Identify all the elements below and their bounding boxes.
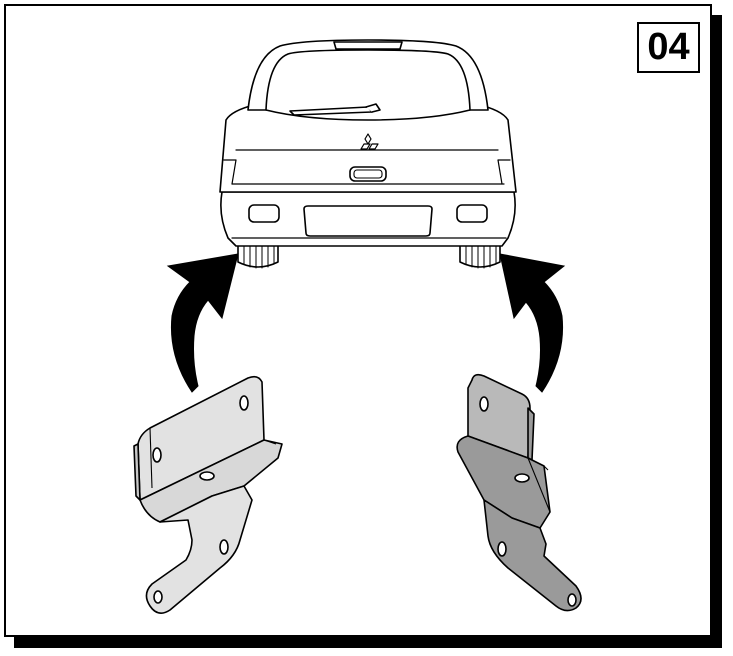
rear-spoiler-light [333,41,403,50]
curved-arrow-up [499,253,566,393]
license-plate-recess [303,205,433,237]
car-rear-view [219,39,517,269]
step-number-badge: 04 [637,22,700,73]
rear-window [265,49,471,121]
three-diamond-logo [360,133,379,150]
left-arrow-icon [166,253,239,393]
right-bracket [456,373,582,612]
curved-arrow-up [166,253,239,393]
left-bracket [133,375,283,614]
right-arrow-icon [499,253,566,393]
